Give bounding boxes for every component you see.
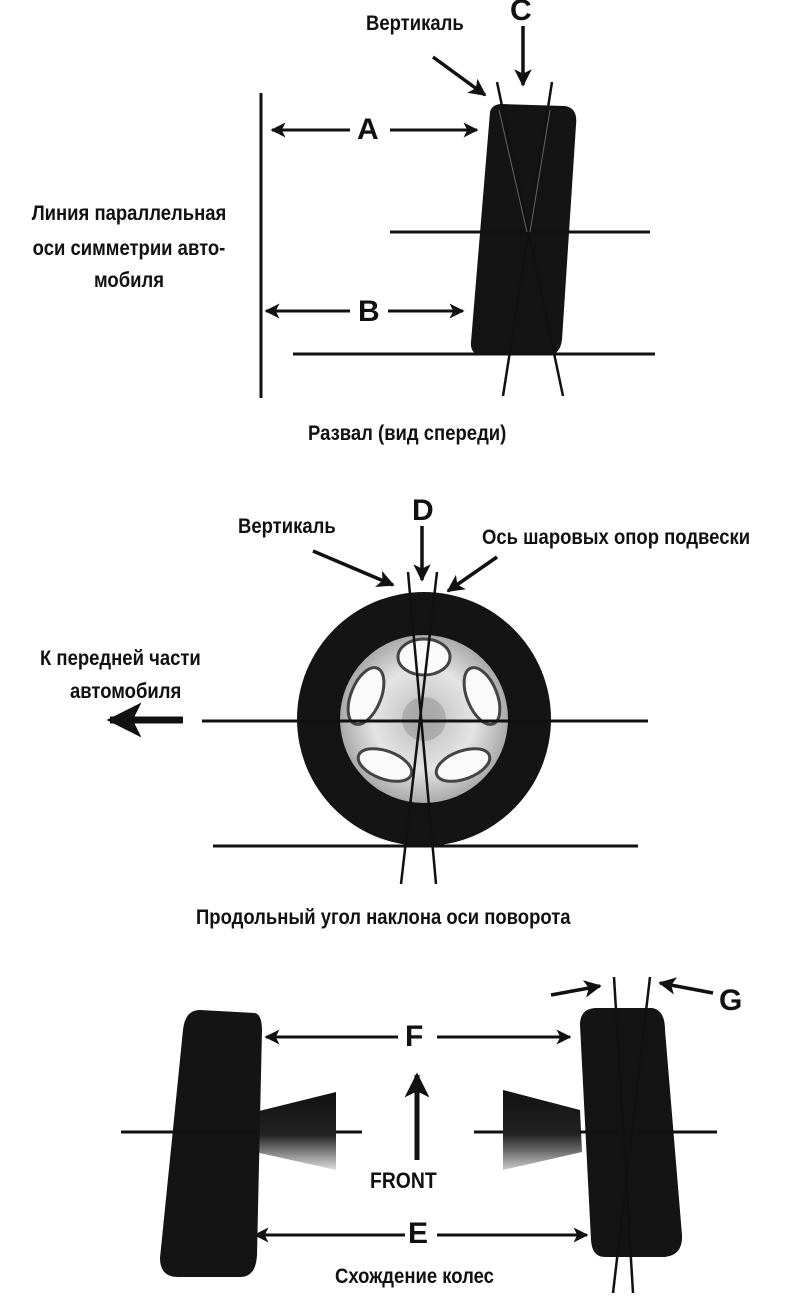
front-label: FRONT — [370, 1168, 437, 1193]
caster-vertical-label: Вертикаль — [238, 515, 336, 538]
vertical-pointer-arrow — [431, 55, 487, 97]
front-direction-label-2: автомобиля — [70, 680, 182, 703]
camber-tire — [470, 104, 577, 355]
vertical-pointer-arrow — [312, 549, 395, 587]
front-direction-label-1: К передней части — [40, 647, 201, 670]
caster-section — [106, 526, 648, 885]
reference-line-label-1: Линия параллельная — [31, 202, 227, 225]
reference-line-label-3: мобиля — [93, 269, 165, 292]
vertical-line — [406, 571, 438, 885]
toe-section — [121, 976, 717, 1294]
letter-b: B — [358, 295, 380, 328]
ball-joint-pointer-arrow — [446, 555, 498, 593]
left-hub — [255, 1092, 336, 1170]
camber-vertical-label: Вертикаль — [366, 12, 464, 35]
letter-f: F — [405, 1020, 424, 1053]
letter-g: G — [719, 984, 743, 1017]
toe-caption: Схождение колес — [335, 1265, 494, 1288]
vertical-line — [495, 81, 565, 397]
ball-joint-axis-label: Ось шаровых опор подвески — [482, 526, 751, 549]
toe-wheel-line — [611, 976, 652, 1294]
toe-vertical-line — [612, 976, 635, 1294]
camber-caption: Развал (вид спереди) — [308, 422, 507, 445]
g-right-pointer-arrow — [658, 977, 714, 995]
letter-a: A — [357, 113, 379, 146]
left-tire — [160, 1010, 262, 1277]
letter-e: E — [408, 1217, 429, 1250]
caster-caption: Продольный угол наклона оси поворота — [196, 906, 571, 929]
wheel-axis-line — [501, 81, 554, 397]
g-left-pointer-arrow — [550, 980, 602, 998]
camber-section — [259, 26, 655, 398]
letter-c: C — [510, 0, 532, 27]
rim-spokes — [346, 637, 502, 783]
right-hub — [503, 1090, 582, 1170]
reference-line-label-2: оси симметрии авто- — [32, 237, 226, 260]
ball-joint-axis-line — [399, 571, 439, 885]
letter-d: D — [412, 494, 434, 527]
